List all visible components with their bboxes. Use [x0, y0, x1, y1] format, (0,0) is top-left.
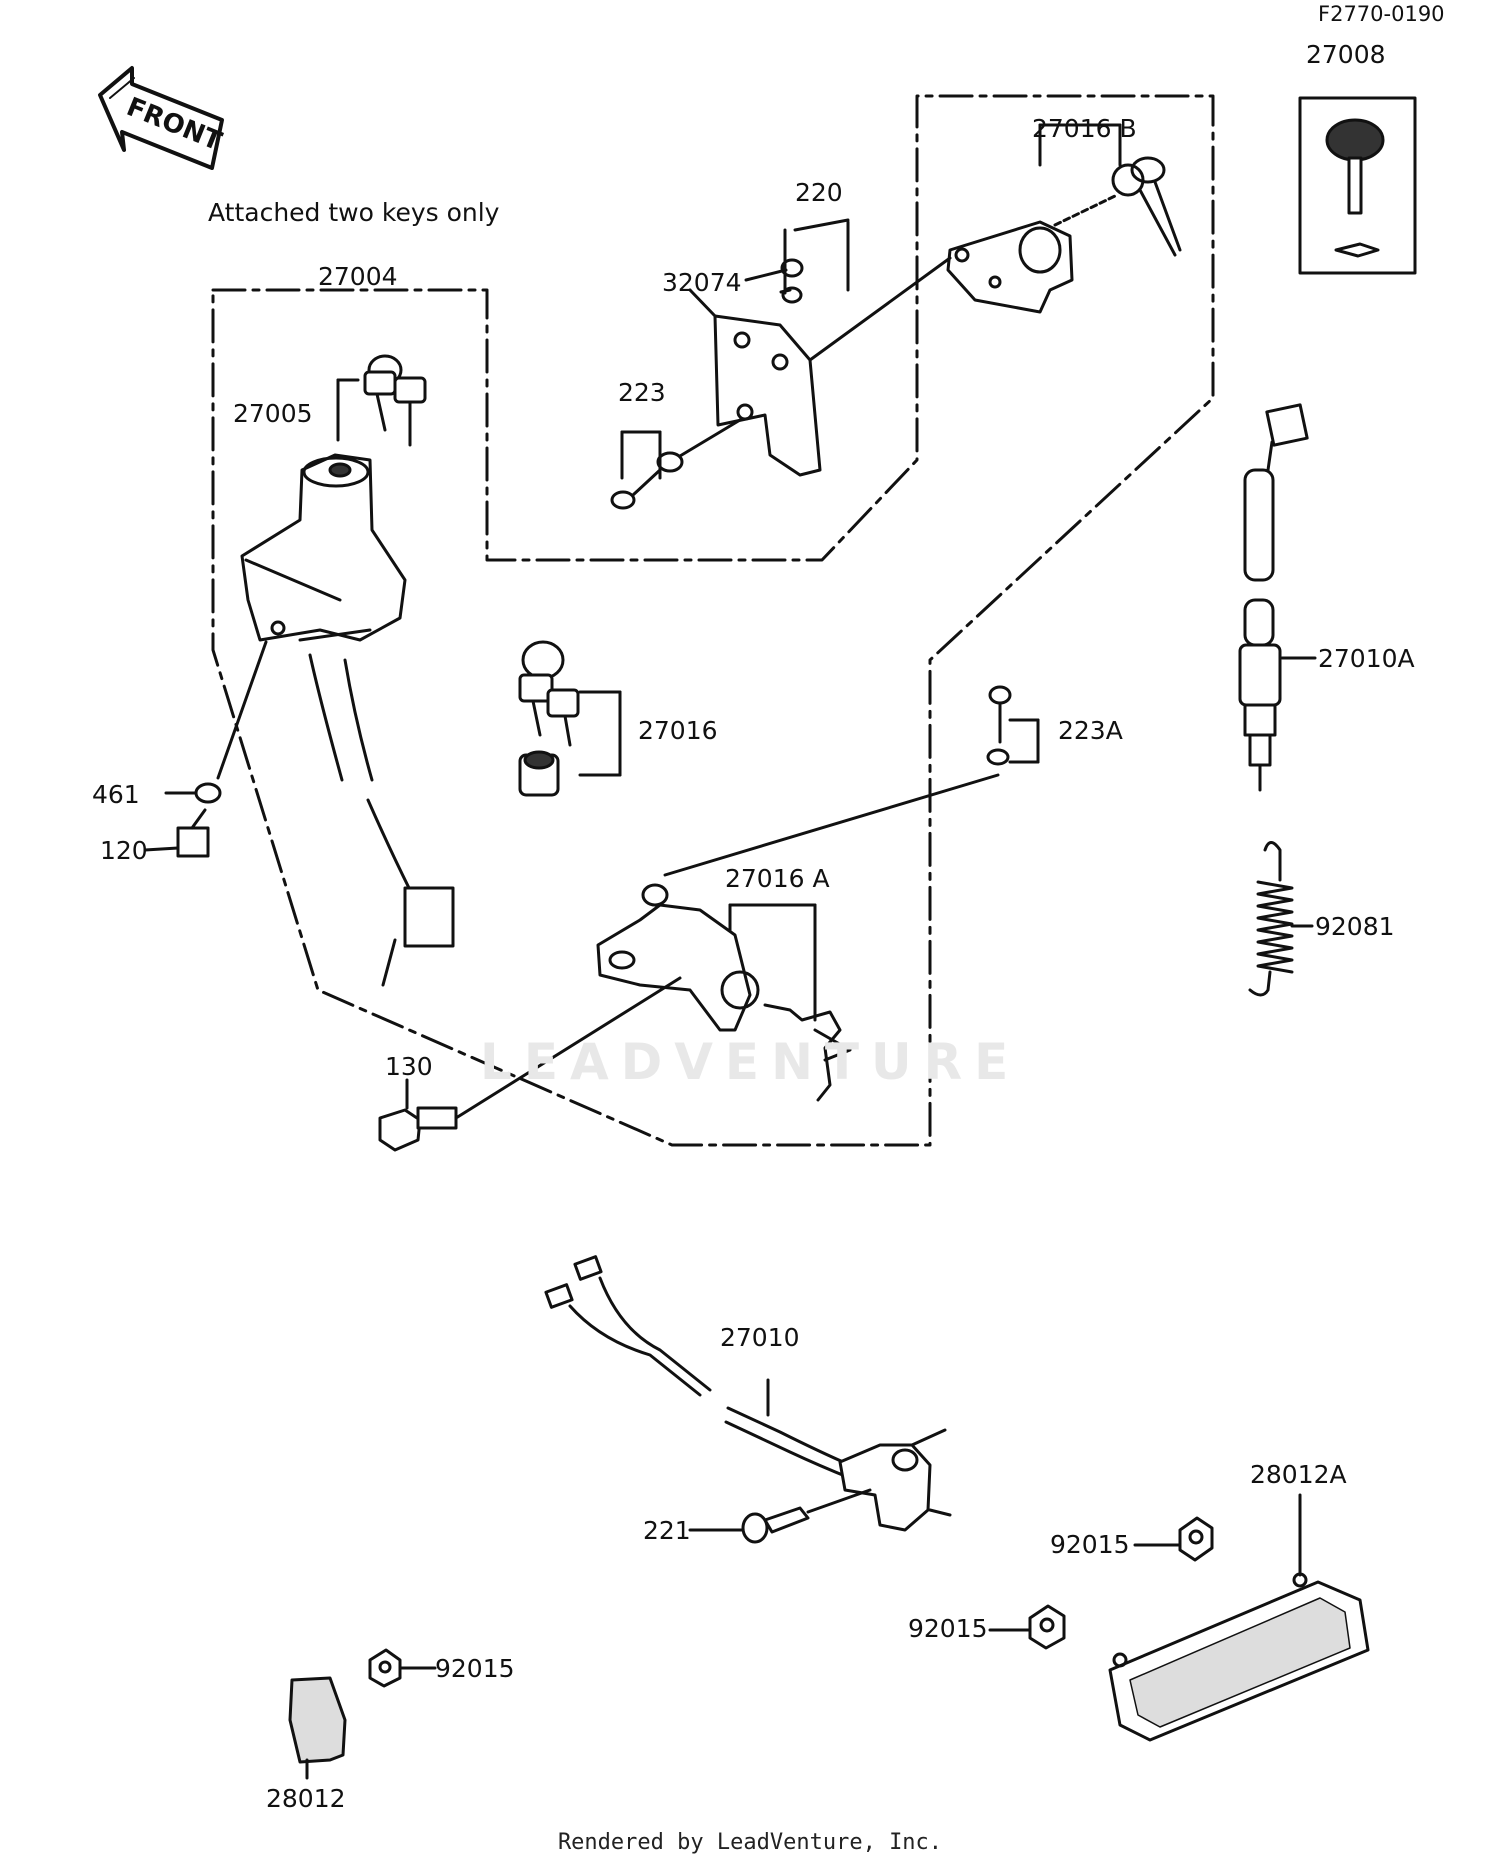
- keys-27016-icon: [518, 640, 622, 797]
- part-label-221[interactable]: 221: [643, 1516, 691, 1545]
- nut-92015-c-icon: [368, 1648, 437, 1688]
- screw-220-icon: [744, 218, 850, 304]
- part-label-27008[interactable]: 27008: [1306, 40, 1386, 69]
- reflector-28012A-icon: [1108, 1493, 1370, 1742]
- part-label-27010[interactable]: 27010: [720, 1323, 800, 1352]
- washer-461-icon: [164, 782, 222, 804]
- part-label-120[interactable]: 120: [100, 836, 148, 865]
- switch-27010A-icon: [1238, 403, 1317, 792]
- part-label-28012A[interactable]: 28012A: [1250, 1460, 1347, 1489]
- part-label-27010A[interactable]: 27010A: [1318, 644, 1415, 673]
- diagram-id: F2770-0190: [1318, 2, 1445, 26]
- group-outline-27004: [211, 94, 1215, 1147]
- watermark: LEADVENTURE: [480, 1033, 1021, 1091]
- part-label-220[interactable]: 220: [795, 178, 843, 207]
- bolt-130-icon: [378, 976, 682, 1152]
- spring-92081-icon: [1248, 841, 1314, 997]
- part-label-92015-c[interactable]: 92015: [435, 1654, 515, 1683]
- screw-223-icon: [610, 418, 742, 510]
- part-label-27004[interactable]: 27004: [318, 262, 398, 291]
- part-label-92015-b[interactable]: 92015: [908, 1614, 988, 1643]
- key-box-27008: [1298, 96, 1417, 275]
- screw-223A-icon: [663, 685, 1040, 877]
- switch-27010-icon: [544, 1255, 952, 1532]
- part-label-92081[interactable]: 92081: [1315, 912, 1395, 941]
- part-label-27016A[interactable]: 27016 A: [725, 864, 830, 893]
- part-label-130[interactable]: 130: [385, 1052, 433, 1081]
- screw-221-icon: [688, 1488, 872, 1544]
- part-label-223[interactable]: 223: [618, 378, 666, 407]
- lock-27016B-icon: [946, 123, 1182, 314]
- part-label-27016[interactable]: 27016: [638, 716, 718, 745]
- part-label-27005[interactable]: 27005: [233, 399, 313, 428]
- note-label: Attached two keys only: [208, 198, 500, 227]
- part-label-28012[interactable]: 28012: [266, 1784, 346, 1813]
- front-arrow-icon: [98, 66, 224, 170]
- part-label-27016B[interactable]: 27016 B: [1032, 114, 1137, 143]
- footer-credit: Rendered by LeadVenture, Inc.: [557, 1830, 943, 1855]
- part-label-223A[interactable]: 223A: [1058, 716, 1123, 745]
- keys-27005-icon: [336, 354, 427, 447]
- ignition-switch-27004-icon: [216, 453, 455, 987]
- part-label-92015-a[interactable]: 92015: [1050, 1530, 1130, 1559]
- bracket-32074-icon: [688, 256, 952, 477]
- reflector-28012-icon: [288, 1676, 347, 1780]
- part-label-461[interactable]: 461: [92, 780, 140, 809]
- key-27008-icon: [1325, 118, 1385, 258]
- part-label-32074[interactable]: 32074: [662, 268, 742, 297]
- lock-27016A-icon: [596, 883, 852, 1102]
- bolt-120-icon: [143, 808, 210, 858]
- nut-92015-a-icon: [1133, 1516, 1214, 1562]
- nut-92015-b-icon: [988, 1604, 1066, 1650]
